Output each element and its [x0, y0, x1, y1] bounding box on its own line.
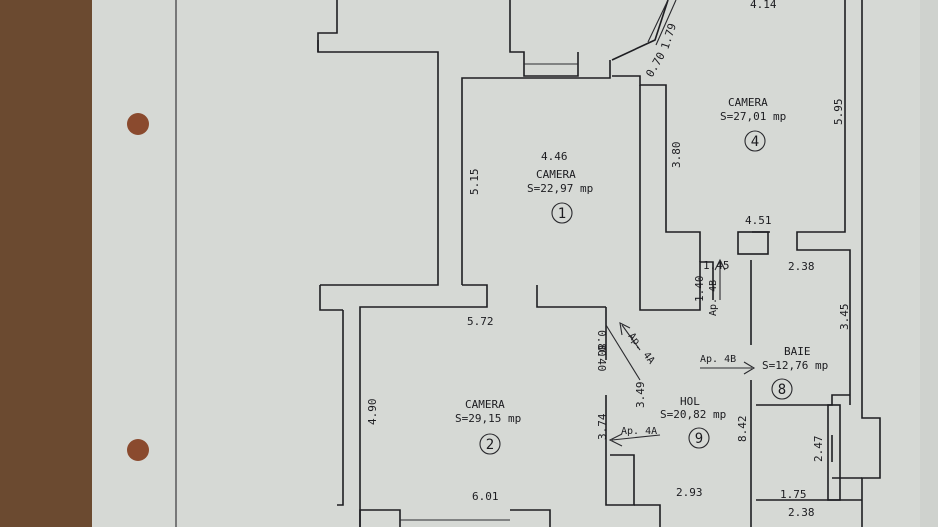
- dim-2-93: 2.93: [676, 486, 703, 499]
- dim-1-45: 1.45: [703, 259, 730, 272]
- walls: [317, 0, 881, 527]
- dim-2-38-bottom: 2.38: [788, 506, 815, 519]
- room1-wall-bottom: [359, 284, 488, 527]
- room-area: S=29,15 mp: [455, 412, 521, 425]
- dim-3-49: 3.49: [634, 382, 647, 409]
- room-name: CAMERA: [728, 96, 768, 109]
- dim-8-42: 8.42: [736, 416, 749, 443]
- dim-3-45: 3.45: [838, 304, 851, 331]
- ap4b-horizontal-label: Ap. 4B: [700, 354, 736, 365]
- outer-right-wall: [861, 0, 881, 527]
- paper-sheet: [92, 0, 938, 527]
- room-area: S=27,01 mp: [720, 110, 786, 123]
- dim-1-40: 1.40: [693, 276, 706, 303]
- room-number: 4: [751, 134, 759, 150]
- corridor-wall: [639, 85, 714, 311]
- arrow-diag-head: [619, 322, 631, 336]
- room-1: CAMERA S=22,97 mp 1: [527, 168, 593, 224]
- bottom-hol-frame: [634, 504, 661, 527]
- wall-left-low: [337, 310, 344, 506]
- punch-hole-top: [127, 113, 149, 135]
- bottom-left-frame: [359, 509, 401, 527]
- arrow-left-head: [608, 433, 623, 447]
- dim-2-47: 2.47: [812, 436, 825, 463]
- ap4a-horizontal-label: Ap. 4A: [621, 426, 657, 437]
- dim-5-72: 5.72: [467, 315, 494, 328]
- room-number-circle: [551, 202, 573, 224]
- arrow-diag-shaft: [621, 324, 641, 351]
- ap4b-vertical-label: Ap. 4B: [708, 280, 719, 316]
- room-name: HOL: [680, 395, 700, 408]
- room-9: HOL S=20,82 mp 9: [660, 395, 726, 449]
- bay-window-line: [647, 0, 669, 43]
- dim-4-14: 4.14: [750, 0, 777, 11]
- door-swing: [605, 324, 641, 381]
- room-number: 9: [695, 431, 703, 447]
- dim-4-51: 4.51: [745, 214, 772, 227]
- room-2: CAMERA S=29,15 mp 2: [455, 398, 521, 455]
- dim-3-80: 3.80: [670, 142, 683, 169]
- room-number-circle: [771, 378, 793, 400]
- dim-5-95: 5.95: [832, 99, 845, 126]
- room-area: S=20,82 mp: [660, 408, 726, 421]
- room-number: 8: [778, 382, 786, 398]
- paper-edge: [920, 0, 938, 527]
- duct: [737, 231, 769, 255]
- room-number-circle: [688, 427, 710, 449]
- dim-1-75: 1.75: [780, 488, 807, 501]
- room-4: CAMERA S=27,01 mp 4: [720, 96, 786, 152]
- room-8: BAIE S=12,76 mp 8: [762, 345, 828, 400]
- room-name: BAIE: [784, 345, 811, 358]
- bay-window-line2: [655, 0, 677, 46]
- wall-left-mid: [319, 285, 343, 311]
- arrow-left-shaft: [611, 434, 661, 441]
- bay-wall-inner: [612, 75, 701, 262]
- dim-2-38-top: 2.38: [788, 260, 815, 273]
- room-area: S=12,76 mp: [762, 359, 828, 372]
- dim-4-90: 4.90: [366, 399, 379, 426]
- punch-hole-bottom: [127, 439, 149, 461]
- room4-right-wall: [796, 0, 851, 405]
- room1-wall-top: [461, 60, 611, 285]
- bay-wall-outer: [611, 0, 669, 61]
- room-name: CAMERA: [465, 398, 505, 411]
- dimension-labels: 4.14 1.79 0.70 5.95 4.46 5.15 3.80 4.51 …: [366, 0, 851, 519]
- arrows: [608, 258, 756, 447]
- dim-0-40: 0.40: [595, 345, 608, 372]
- room-name: CAMERA: [536, 168, 576, 181]
- room-number-circle: [479, 433, 501, 455]
- bottom-mid-frame: [510, 509, 551, 527]
- dim-0-80: 0.80: [595, 330, 608, 357]
- baie-inner-top: [756, 394, 850, 406]
- dim-5-15: 5.15: [468, 169, 481, 196]
- dim-4-46: 4.46: [541, 150, 568, 163]
- room-number-circle: [744, 130, 766, 152]
- room-number: 2: [486, 437, 494, 453]
- dim-6-01: 6.01: [472, 490, 499, 503]
- room1-door-wall: [536, 285, 606, 308]
- arrow-right-head: [743, 361, 756, 375]
- room-area: S=22,97 mp: [527, 182, 593, 195]
- dim-3-74: 3.74: [596, 413, 609, 440]
- arrow-up-head: [714, 258, 726, 271]
- room-number: 1: [558, 206, 566, 222]
